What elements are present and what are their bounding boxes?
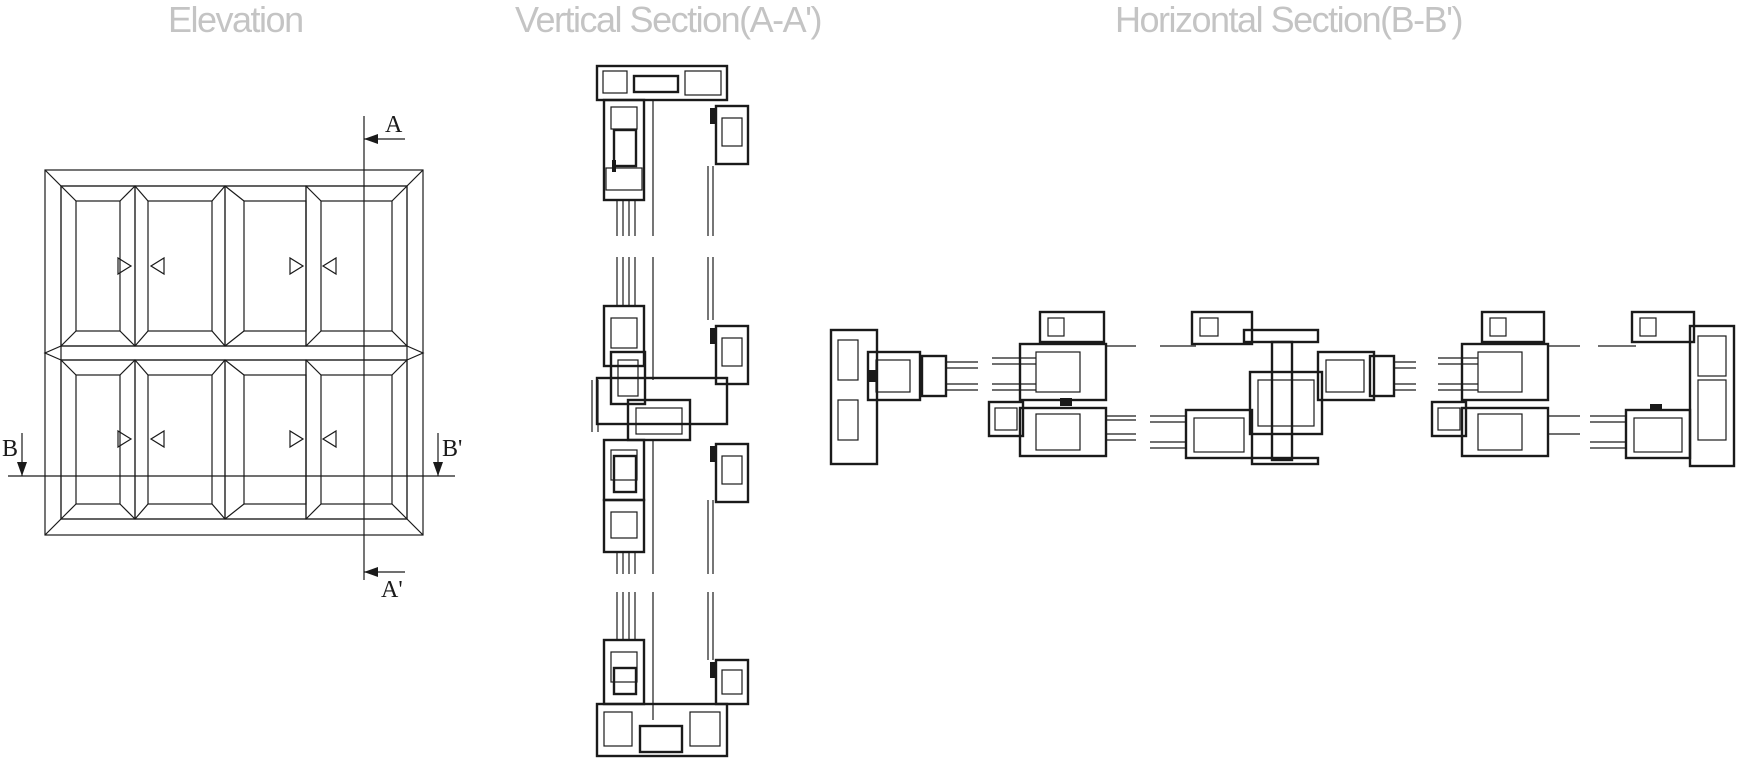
horizontal-center-mullion (1150, 310, 1416, 466)
vertical-lower-glass (616, 440, 714, 720)
elevation-title: Elevation (168, 0, 304, 40)
horizontal-section-title: Horizontal Section(B-B') (1115, 0, 1464, 40)
vertical-section-title: Vertical Section(A-A') (515, 0, 823, 40)
vertical-top-profile (595, 64, 750, 202)
marker-a-top: A (385, 112, 403, 138)
horizontal-right-jamb (1590, 310, 1736, 468)
horizontal-section-drawing (829, 310, 1736, 468)
horizontal-mullion-2 (1430, 310, 1580, 458)
vertical-middle-profile (591, 304, 750, 554)
vertical-section-drawing (591, 64, 750, 758)
elevation-drawing: A A' B B' (2, 112, 462, 603)
horizontal-left-jamb (829, 328, 978, 466)
inner-frame (60, 185, 408, 520)
marker-a-bottom: A' (381, 577, 403, 603)
horizontal-mullion-1 (987, 310, 1136, 458)
marker-b-right: B' (442, 436, 462, 462)
opening-triangles (117, 256, 337, 449)
top-sashes (60, 185, 408, 347)
outer-frame (44, 169, 424, 536)
vertical-bottom-profile (595, 638, 750, 758)
bottom-sashes (60, 359, 408, 520)
marker-b-left: B (2, 436, 18, 462)
vertical-upper-glass (616, 100, 714, 380)
